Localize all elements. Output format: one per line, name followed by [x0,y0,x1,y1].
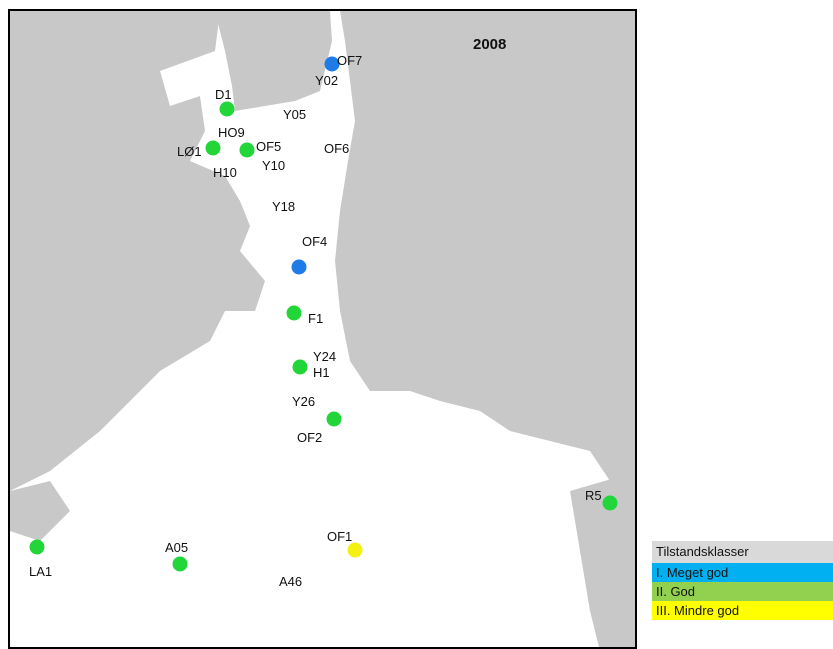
label-LO1: LØ1 [177,144,202,159]
label-F1: F1 [308,311,323,326]
land-southeast [570,472,635,647]
label-OF5: OF5 [256,139,281,154]
label-A46: A46 [279,574,302,589]
legend-item-less-good: III. Mindre god [652,601,833,620]
label-OF1: OF1 [327,529,352,544]
legend-item-very-good: I. Meget god [652,563,833,582]
legend-title: Tilstandsklasser [652,541,833,563]
station-dot-LA1 [29,539,45,555]
station-dot-A05 [172,556,188,572]
label-OF4: OF4 [302,234,327,249]
label-D1: D1 [215,87,232,102]
station-dot-D1 [219,101,235,117]
land-peninsula [215,11,332,111]
label-Y18: Y18 [272,199,295,214]
station-dots [29,56,618,572]
label-OF2: OF2 [297,430,322,445]
label-H1: H1 [313,365,330,380]
label-OF6: OF6 [324,141,349,156]
label-LA1: LA1 [29,564,52,579]
station-dot-OF5 [239,142,255,158]
legend: Tilstandsklasser I. Meget god II. God II… [652,541,833,620]
map-canvas: 2008 OF7 Y02 D1 Y05 HO9 LØ1 OF5 OF6 H10 … [10,11,635,647]
map-frame: 2008 OF7 Y02 D1 Y05 HO9 LØ1 OF5 OF6 H10 … [8,9,637,649]
station-dot-H1 [292,359,308,375]
label-HO9: HO9 [218,125,245,140]
land-east [335,11,635,490]
station-dot-R5 [602,495,618,511]
label-Y26: Y26 [292,394,315,409]
land-mass [10,11,635,647]
legend-item-good: II. God [652,582,833,601]
label-H10: H10 [213,165,237,180]
station-labels: 2008 OF7 Y02 D1 Y05 HO9 LØ1 OF5 OF6 H10 … [29,36,602,589]
label-A05: A05 [165,540,188,555]
station-dot-OF2 [326,411,342,427]
label-Y24: Y24 [313,349,336,364]
land-west-small [10,481,70,541]
label-OF7: OF7 [337,53,362,68]
land-west [10,11,265,491]
station-dot-OF1 [347,542,363,558]
label-Y02: Y02 [315,73,338,88]
label-R5: R5 [585,488,602,503]
station-dot-OF4 [291,259,307,275]
map-year: 2008 [473,36,506,53]
station-dot-LØ1 [205,140,221,156]
label-Y10: Y10 [262,158,285,173]
label-Y05: Y05 [283,107,306,122]
station-dot-F1 [286,305,302,321]
station-dot-OF7 [324,56,340,72]
